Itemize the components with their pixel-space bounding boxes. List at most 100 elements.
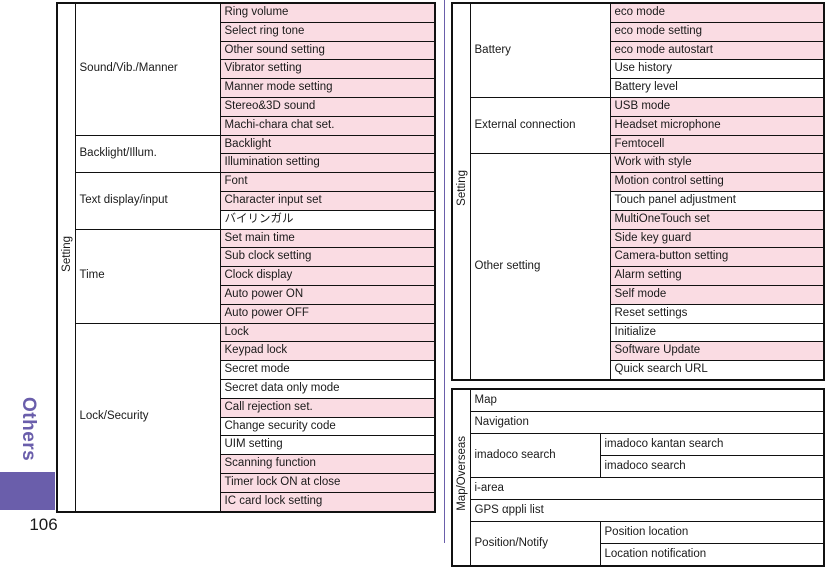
category-cell: Text display/input — [74, 172, 221, 230]
table-row: eco mode autostart — [452, 40, 825, 61]
table-row: MultiOneTouch set — [452, 209, 825, 230]
category-cell: imadoco search — [469, 433, 601, 478]
table-row: GPS αppli list — [452, 499, 825, 522]
category-cell: Lock/Security — [74, 322, 221, 513]
category-cell: Backlight/Illum. — [74, 134, 221, 174]
group-label-text: Setting — [456, 170, 468, 206]
item-cell: Keypad lock — [219, 341, 436, 362]
category-cell: Navigation — [469, 411, 825, 434]
table-row: Motion control setting — [452, 172, 825, 192]
group-label-setting-left: Setting — [56, 2, 76, 513]
table-row: Touch panel adjustment — [452, 190, 825, 211]
table-row: Other sound setting — [57, 40, 436, 61]
table-row: Self mode — [452, 284, 825, 305]
item-cell: Clock display — [219, 266, 436, 286]
group-label-setting-right: Setting — [451, 2, 471, 381]
item-cell: Sub clock setting — [219, 247, 436, 268]
item-cell: Motion control setting — [609, 172, 825, 192]
category-cell: Battery — [469, 2, 611, 98]
item-cell: Illumination setting — [219, 153, 436, 174]
table-row: UIM setting — [57, 435, 436, 456]
item-cell: Initialize — [609, 322, 825, 343]
table-row: Reset settings — [452, 303, 825, 324]
table-row: IC card lock setting — [57, 491, 436, 513]
item-cell: Auto power ON — [219, 284, 436, 305]
item-cell: UIM setting — [219, 435, 436, 456]
item-cell: Character input set — [219, 190, 436, 211]
table-row: Software Update — [452, 341, 825, 362]
table-row: Quick search URL — [452, 360, 825, 381]
category-cell: GPS αppli list — [469, 499, 825, 522]
side-tab-label: Others — [18, 396, 39, 462]
table-row: Call rejection set. — [57, 397, 436, 418]
table-row: Secret mode — [57, 360, 436, 380]
table-row: Change security code — [57, 416, 436, 437]
table-row: Alarm setting — [452, 266, 825, 286]
item-cell: Touch panel adjustment — [609, 190, 825, 211]
table-row: Auto power OFF — [57, 303, 436, 324]
table-row: Scanning function — [57, 454, 436, 474]
category-cell: i-area — [469, 477, 825, 500]
item-cell: Manner mode setting — [219, 78, 436, 98]
item-cell: Stereo&3D sound — [219, 96, 436, 117]
column-divider — [444, 0, 445, 543]
item-cell: Lock — [219, 322, 436, 343]
item-cell: Headset microphone — [609, 115, 825, 136]
item-cell: Use history — [609, 59, 825, 80]
group-label-text: Map/Overseas — [456, 436, 468, 511]
table-row: Secret data only mode — [57, 378, 436, 399]
page-number: 106 — [29, 515, 58, 534]
group-label-text: Setting — [61, 235, 73, 272]
table-row: imadoco search — [452, 455, 825, 478]
item-cell: eco mode autostart — [609, 40, 825, 61]
item-cell: Auto power OFF — [219, 303, 436, 324]
item-cell: Select ring tone — [219, 21, 436, 42]
table-row: バイリンガル — [57, 209, 436, 230]
item-cell: Reset settings — [609, 303, 825, 324]
table-row: Navigation — [452, 411, 825, 434]
item-cell: Scanning function — [219, 454, 436, 474]
item-cell: imadoco kantan search — [599, 433, 825, 456]
category-cell: Map — [469, 388, 825, 412]
table-row: Map/Overseas Map — [451, 388, 825, 567]
table-row: Machi-chara chat set. — [57, 115, 436, 136]
category-cell: Other setting — [469, 153, 611, 381]
table-row: i-area — [452, 477, 825, 500]
item-cell: Position location — [599, 521, 825, 544]
item-cell: Font — [219, 172, 436, 192]
item-cell: Camera-button setting — [609, 247, 825, 268]
item-cell: バイリンガル — [219, 209, 436, 230]
category-cell: External connection — [469, 96, 611, 155]
item-cell: imadoco search — [599, 455, 825, 478]
group-label-map: Map/Overseas — [451, 388, 471, 567]
item-cell: Side key guard — [609, 228, 825, 249]
table-row: Headset microphone — [452, 115, 825, 136]
item-cell: Work with style — [609, 153, 825, 174]
item-cell: Call rejection set. — [219, 397, 436, 418]
table-row: Select ring tone — [57, 21, 436, 42]
table-row: Stereo&3D sound — [57, 96, 436, 117]
item-cell: Femtocell — [609, 134, 825, 155]
table-row: Clock display — [57, 266, 436, 286]
item-cell: eco mode setting — [609, 21, 825, 42]
category-cell: Sound/Vib./Manner — [74, 2, 221, 136]
table-row: Character input set — [57, 190, 436, 211]
item-cell: Quick search URL — [609, 360, 825, 381]
item-cell: Alarm setting — [609, 266, 825, 286]
item-cell: Secret data only mode — [219, 378, 436, 399]
item-cell: Vibrator setting — [219, 59, 436, 80]
table-row: Femtocell — [452, 134, 825, 155]
